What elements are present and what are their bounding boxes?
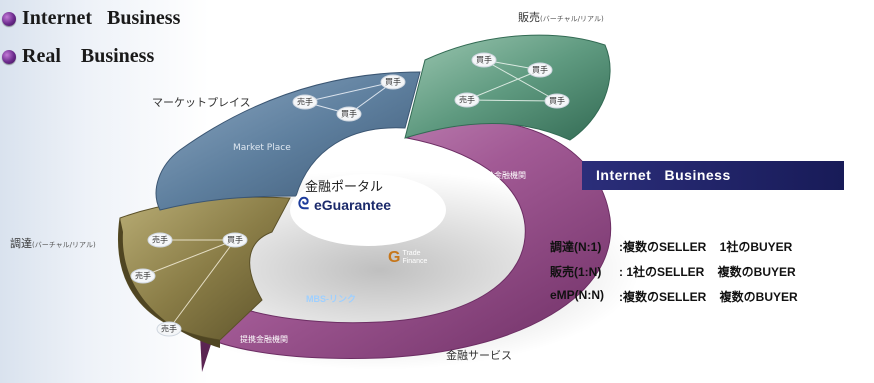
bullet-icon [2, 49, 16, 64]
node-buyer [544, 93, 570, 109]
ring-center [290, 174, 446, 246]
trade-finance-icon: G [388, 249, 401, 266]
info-row-procurement: 調達(N:1) :複数のSELLER 1社のBUYER [550, 238, 792, 255]
node-label: 売手 [459, 95, 475, 105]
legend-internet-business: Internet Business [2, 7, 180, 30]
info-row-sales: 販売(1:N) : 1社のSELLER 複数のBUYER [550, 263, 796, 280]
node-label: 買手 [476, 55, 492, 65]
node-label: 売手 [152, 235, 168, 245]
node-label: 売手 [161, 324, 177, 334]
center-label: 金融ポータル [305, 180, 384, 195]
trade-finance-logo: G Trade Finance [388, 249, 427, 267]
info-row-emp: eMP(N:N) :複数のSELLER 複数のBUYER [550, 288, 798, 305]
node-buyer [527, 62, 553, 78]
mbs-link-label: MBS-リンク [306, 294, 356, 304]
info-desc: :複数のSELLER 複数のBUYER [619, 290, 798, 304]
eguarantee-logo: ᘓ eGuarantee [296, 196, 391, 213]
eguarantee-icon: ᘓ [297, 196, 310, 213]
node-seller [147, 232, 173, 248]
legend-label: Real Business [22, 45, 155, 67]
segment-label-financial-services: 金融サービス [446, 349, 512, 362]
info-term: 販売(1:N) [550, 265, 602, 279]
eguarantee-text: eGuarantee [314, 196, 392, 213]
node-buyer [222, 232, 248, 248]
finance-org-label: 提携金融機関 [478, 171, 526, 180]
node-label: 売手 [297, 97, 313, 107]
node-buyer [454, 92, 480, 108]
info-desc: : 1社のSELLER 複数のBUYER [619, 265, 796, 279]
segment-label-marketplace: マーケットプレイス [152, 96, 251, 109]
node-label: 買手 [385, 77, 401, 87]
segment-label-sales: 販売(バーチャル/リアル) [518, 9, 604, 25]
node-seller [471, 52, 497, 68]
internet-business-heading: Internet Business [582, 161, 844, 190]
node-label: 売手 [135, 271, 151, 281]
segment-marketplace [155, 71, 421, 211]
segment-label-sales-note: (バーチャル/リアル) [540, 15, 604, 23]
segment-label-procurement-text: 調達 [10, 237, 32, 250]
segment-label-sales-text: 販売 [518, 11, 540, 24]
segment-sales [404, 34, 611, 141]
trade-finance-label: Trade Finance [402, 250, 428, 265]
finance-org-label: 提携金融機関 [240, 335, 288, 344]
segment-label-procurement: 調達(バーチャル/リアル) [10, 235, 96, 251]
marketplace-watermark: Market Place [233, 143, 291, 153]
segment-label-procurement-note: (バーチャル/リアル) [32, 241, 96, 249]
legend-label: Internet Business [22, 7, 181, 29]
node-seller [156, 321, 182, 337]
node-label: 買手 [532, 65, 548, 75]
nodes [130, 52, 570, 337]
node-buyer [292, 94, 318, 110]
info-term: eMP(N:N) [550, 288, 604, 302]
segment-financial-services [199, 119, 612, 359]
bullet-icon [2, 11, 16, 26]
node-buyer [336, 106, 362, 122]
legend-real-business: Real Business [2, 45, 154, 68]
node-label: 買手 [549, 96, 565, 106]
node-label: 買手 [227, 235, 243, 245]
node-buyer [380, 74, 406, 90]
info-desc: :複数のSELLER 1社のBUYER [619, 240, 793, 254]
node-label: 買手 [341, 109, 357, 119]
node-seller [130, 268, 156, 284]
info-term: 調達(N:1) [550, 240, 602, 254]
